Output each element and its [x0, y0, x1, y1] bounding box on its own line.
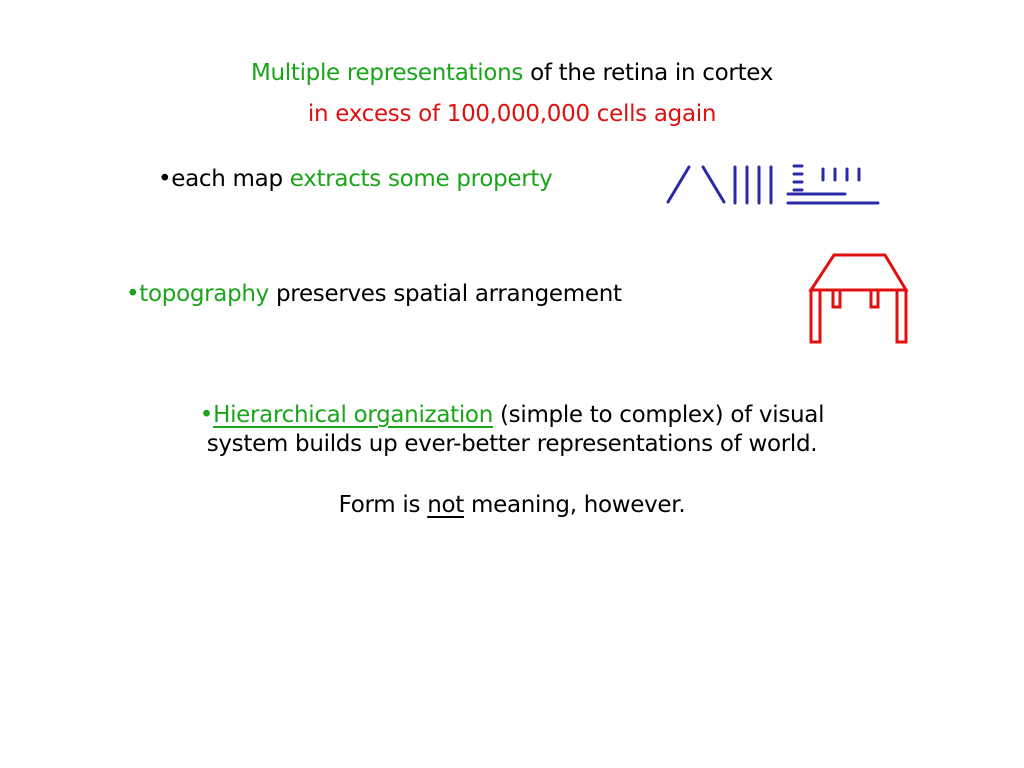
- house-inner-right-post: [869, 288, 880, 309]
- bullet-text: preserves spatial arrangement: [268, 281, 622, 307]
- title-rest: of the retina in cortex: [523, 60, 774, 86]
- bullet-highlight: extracts some property: [289, 166, 553, 192]
- bullet-highlight: topography: [139, 281, 269, 307]
- house-left-leg: [809, 288, 822, 344]
- bullet-highlight: Hierarchical organization: [213, 402, 493, 428]
- bullet-hierarchical-continued: system builds up ever-better representat…: [206, 431, 818, 457]
- house-right-leg: [895, 288, 908, 344]
- closing-emphasis: not: [427, 492, 464, 518]
- house-roof: [808, 253, 909, 292]
- bullet-marker: •: [126, 281, 140, 307]
- house-illustration: [808, 253, 909, 344]
- bullet-marker: •: [158, 166, 172, 192]
- title-highlight: Multiple representations: [250, 60, 524, 86]
- oblique-line-right: [701, 165, 726, 204]
- bullet-topography: •topography preserves spatial arrangemen…: [126, 281, 622, 307]
- bullet-hierarchical: •Hierarchical organization (simple to co…: [0, 402, 1024, 428]
- bullet-text: (simple to complex) of visual: [492, 402, 825, 428]
- closing-statement: Form is not meaning, however.: [0, 492, 1024, 518]
- closing-before: Form is: [338, 492, 428, 518]
- feature-lines-illustration: [666, 164, 880, 205]
- closing-after: meaning, however.: [463, 492, 686, 518]
- slide-title: Multiple representations of the retina i…: [0, 60, 1024, 86]
- house-inner-left-post: [831, 288, 842, 309]
- bullet-text: each map: [171, 166, 290, 192]
- bullet-marker: •: [199, 402, 214, 428]
- bullet-each-map: •each map extracts some property: [158, 166, 553, 192]
- slide-subtitle: in excess of 100,000,000 cells again: [307, 101, 717, 127]
- oblique-line-left: [666, 165, 691, 204]
